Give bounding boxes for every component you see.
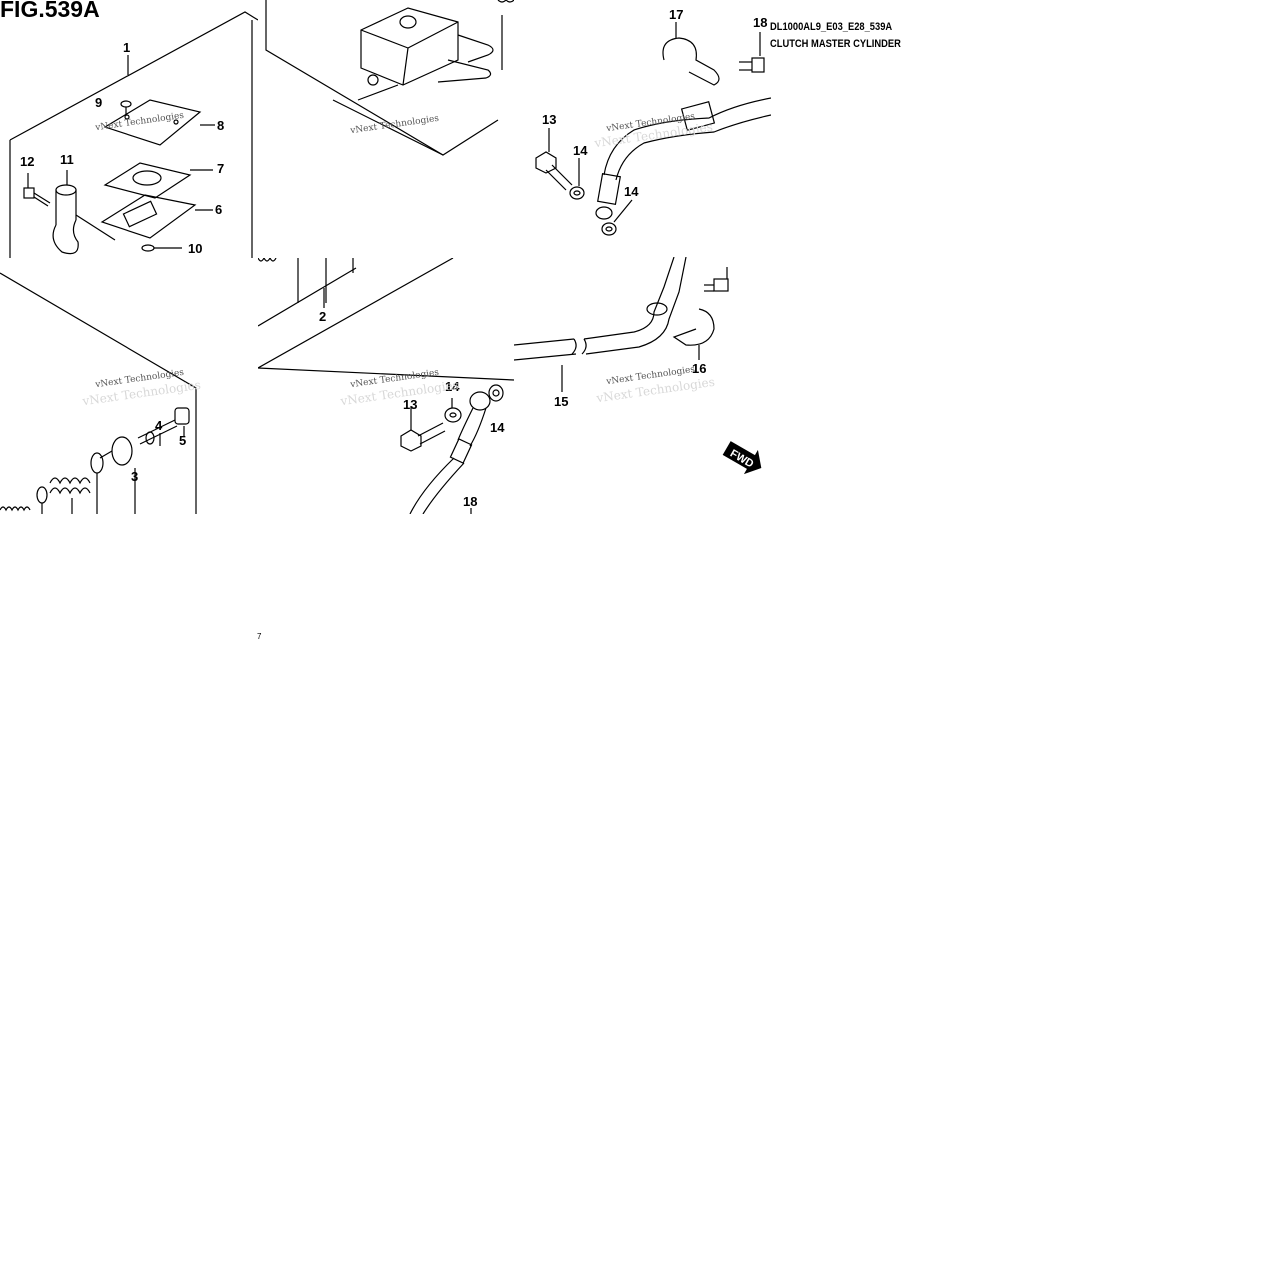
stray-mark: 7 (257, 632, 262, 641)
hose-lower-linework (258, 258, 514, 514)
callout-10: 10 (188, 241, 203, 256)
hose-upper-linework (535, 22, 771, 236)
callout-5: 5 (179, 433, 187, 448)
callout-14: 14 (573, 143, 588, 158)
figure-title: FIG.539A (0, 0, 100, 22)
callout-9: 9 (95, 95, 103, 110)
callout-1: 1 (123, 40, 131, 55)
callout-6: 6 (215, 202, 223, 217)
callout-2: 2 (319, 309, 327, 324)
callout-8: 8 (217, 118, 225, 133)
callout-12: 12 (20, 154, 35, 169)
callout-16: 16 (692, 361, 707, 376)
diagram-tile-cylinder-body: vNext Technologies (258, 0, 514, 256)
figure-name: CLUTCH MASTER CYLINDER (770, 38, 901, 50)
callout-3: 3 (131, 469, 139, 484)
reservoir-linework (9, 11, 258, 258)
piston-linework (0, 272, 197, 514)
callout-11: 11 (60, 152, 74, 167)
diagram-tile-reservoir: FIG.539A 1 9 8 12 11 7 6 10 vNext Techno… (0, 0, 258, 258)
callout-14: 14 (445, 379, 460, 394)
callout-4: 4 (155, 418, 163, 433)
callout-13: 13 (403, 397, 418, 412)
callout-18: 18 (753, 15, 768, 30)
callout-15: 15 (554, 394, 569, 409)
forward-arrow-icon: FWD (722, 440, 770, 485)
callout-14: 14 (624, 184, 639, 199)
diagram-tile-hose-lower: 2 13 14 14 18 vNext Technologies vNext T… (258, 258, 514, 514)
callout-13: 13 (542, 112, 557, 127)
figure-code: DL1000AL9_E03_E28_539A (770, 21, 893, 33)
callout-7: 7 (217, 161, 225, 176)
callout-14: 14 (490, 420, 505, 435)
diagram-tile-pipe: 15 16 vNext Technologies vNext Technolog… (514, 257, 771, 514)
pipe-linework (514, 257, 729, 392)
callout-18: 18 (463, 494, 478, 509)
diagram-tile-piston: 5 4 3 vNext Technologies vNext Technolog… (0, 258, 258, 516)
fwd-label: FWD (728, 448, 756, 471)
callout-17: 17 (669, 7, 684, 22)
diagram-tile-hose-upper: 17 18 13 14 14 vNext Technologies vNext … (514, 0, 771, 257)
cylinder-body-linework (265, 0, 514, 156)
